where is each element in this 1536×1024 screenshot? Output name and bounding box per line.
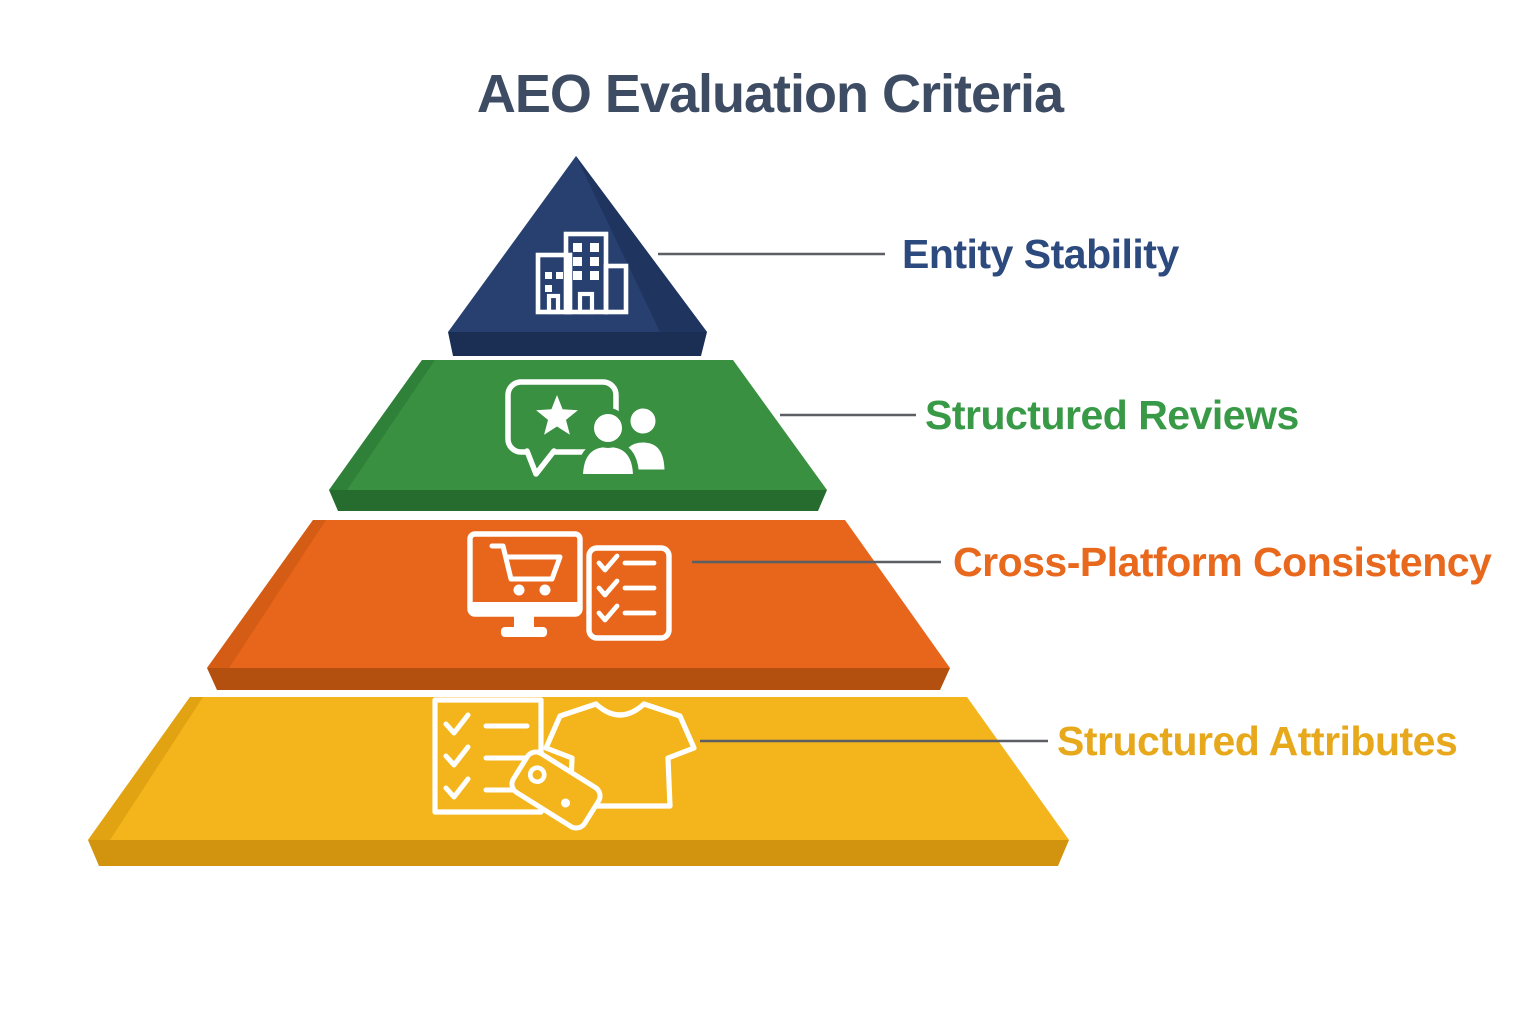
level-2-side-shade — [329, 360, 435, 490]
monitor-cart-checklist-icon — [467, 531, 672, 641]
price-tag-icon — [509, 749, 603, 831]
level-4-side-shade — [88, 697, 203, 840]
level-structured-attributes — [88, 697, 1069, 866]
label-structured-reviews: Structured Reviews — [925, 392, 1299, 438]
page-title: AEO Evaluation Criteria — [477, 64, 1065, 124]
label-entity-stability: Entity Stability — [902, 231, 1179, 277]
review-speech-bubble-people-icon — [505, 379, 670, 480]
level-4-bottom-lip — [88, 840, 1069, 866]
level-cross-platform-consistency — [207, 520, 950, 690]
level-1-bottom-lip — [448, 332, 707, 356]
checklist-tshirt-tag-icon — [432, 697, 697, 831]
label-structured-attributes: Structured Attributes — [1057, 718, 1457, 764]
label-cross-platform-consistency: Cross-Platform Consistency — [953, 539, 1492, 585]
connector-lines — [658, 252, 1048, 743]
level-labels: Entity Stability Structured Reviews Cros… — [902, 231, 1493, 764]
level-3-bottom-lip — [207, 668, 950, 690]
level-2-face — [329, 360, 827, 490]
level-entity-stability — [448, 156, 707, 356]
level-2-bottom-lip — [329, 490, 827, 511]
level-structured-reviews — [329, 360, 827, 511]
level-1-side-shade — [576, 156, 707, 332]
level-3-side-shade — [207, 520, 326, 668]
building-icon — [535, 231, 629, 315]
